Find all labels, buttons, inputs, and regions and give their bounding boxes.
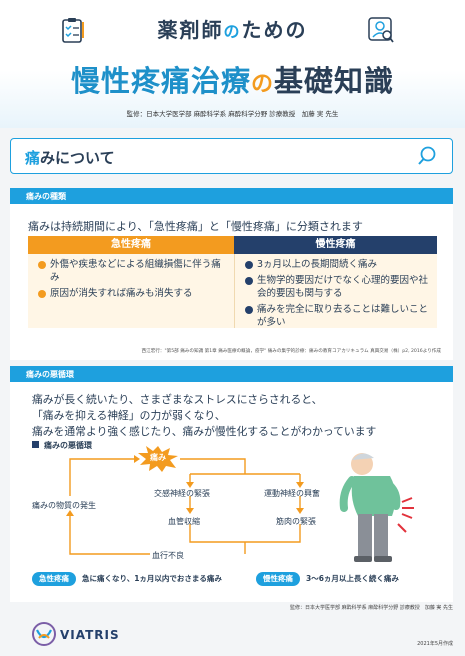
bullet-icon <box>38 261 46 269</box>
arrowhead-icon <box>186 508 194 514</box>
header: 薬剤師のための 慢性疼痛治療の基礎知識 監修：日本大学医学部 麻酔科学系 麻酔科… <box>0 0 465 128</box>
node-blood: 血行不良 <box>152 551 184 560</box>
pain-cycle-section: 痛みの悪循環 痛みが長く続いたり、さまざまなストレスにさらされると、 「痛みを抑… <box>10 366 453 602</box>
arrow-substance-to-pain <box>69 458 134 496</box>
section-heading: 痛みの種類 <box>10 188 453 204</box>
arrowhead-icon <box>296 482 304 488</box>
section-lead: 痛みは持続期間により、「急性疼痛」と「慢性疼痛」に分類されます <box>28 220 363 233</box>
square-bullet-icon <box>32 441 39 448</box>
page-title: 慢性疼痛治療の基礎知識 <box>70 64 395 98</box>
node-motor: 運動神経の興奮 <box>264 489 320 498</box>
chronic-pain-header: 慢性疼痛 <box>234 236 437 254</box>
arrow-pain-down <box>180 458 246 474</box>
series-title: 薬剤師のための <box>157 18 308 42</box>
acute-pain-header: 急性疼痛 <box>28 236 234 254</box>
source-citation: 西江宏行："第5部 痛みの知識 第1章 痛み医療の概論，疫学" 痛みの集学的診療… <box>141 349 441 354</box>
chronic-pain-badge: 慢性疼痛 <box>256 572 300 586</box>
topic-bar: 痛みについて <box>10 138 453 174</box>
chronic-pain-list: 3ヵ月以上の長期間続く痛み 生物学的要因だけでなく心理的要因や社会的要因も関与す… <box>234 254 437 328</box>
cycle-title: 痛みの悪循環 <box>32 440 92 451</box>
list-item: 痛みを完全に取り去ることは難しいことが多い <box>245 303 429 329</box>
node-muscle: 筋肉の緊張 <box>276 517 316 526</box>
clipboard-icon <box>62 18 84 43</box>
arrowhead-icon <box>66 510 74 516</box>
viatris-logo-icon <box>32 622 56 646</box>
search-icon <box>418 146 436 165</box>
person-search-icon <box>368 17 394 43</box>
chronic-pain-description: 3～6ヵ月以上長く続く痛み <box>306 574 399 583</box>
acute-pain-list: 外傷や疾患などによる組織損傷に伴う痛み 原因が消失すれば痛みも消失する <box>28 254 234 328</box>
pain-node: 痛み <box>138 446 178 472</box>
list-item: 外傷や疾患などによる組織損傷に伴う痛み <box>38 258 226 284</box>
burst-icon <box>138 446 178 472</box>
list-item: 生物学的要因だけでなく心理的要因や社会的要因も関与する <box>245 274 429 300</box>
list-item: 原因が消失すれば痛みも消失する <box>38 287 226 300</box>
bullet-icon <box>245 261 253 269</box>
brand-name: VIATRIS <box>60 628 120 642</box>
node-substance: 痛みの物質の発生 <box>32 501 96 510</box>
section-heading: 痛みの悪循環 <box>10 366 453 382</box>
arrowhead-icon <box>296 508 304 514</box>
bullet-icon <box>245 277 253 285</box>
section-lead: 痛みが長く続いたり、さまざまなストレスにさらされると、 「痛みを抑える神経」の力… <box>32 393 377 438</box>
arrow-blood-to-substance <box>69 516 150 555</box>
footer-supervisor-credit: 監修：日本大学医学部 麻酔科学系 麻酔科学分野 診療教授 加藤 実 先生 <box>290 605 453 611</box>
node-vasoconstriction: 血管収縮 <box>168 517 200 526</box>
node-sympathetic: 交感神経の緊張 <box>154 489 210 498</box>
elderly-man-back-pain-illustration <box>339 453 414 562</box>
acute-pain-badge: 急性疼痛 <box>32 572 76 586</box>
acute-pain-description: 急に痛くなり、1ヵ月以内でおさまる痛み <box>82 574 222 583</box>
supervisor-credit: 監修：日本大学医学部 麻酔科学系 麻酔科学分野 診療教授 加藤 実 先生 <box>126 110 339 118</box>
vicious-cycle-diagram <box>66 455 304 555</box>
arrowhead-icon <box>134 455 140 463</box>
list-item: 3ヵ月以上の長期間続く痛み <box>245 258 429 271</box>
arrowhead-icon <box>186 482 194 488</box>
created-date: 2021年5月作成 <box>417 641 453 647</box>
bullet-icon <box>38 290 46 298</box>
topic-title: 痛みについて <box>25 149 115 167</box>
bullet-icon <box>245 306 253 314</box>
pain-types-section: 痛みの種類 痛みは持続期間により、「急性疼痛」と「慢性疼痛」に分類されます 急性… <box>10 188 453 360</box>
